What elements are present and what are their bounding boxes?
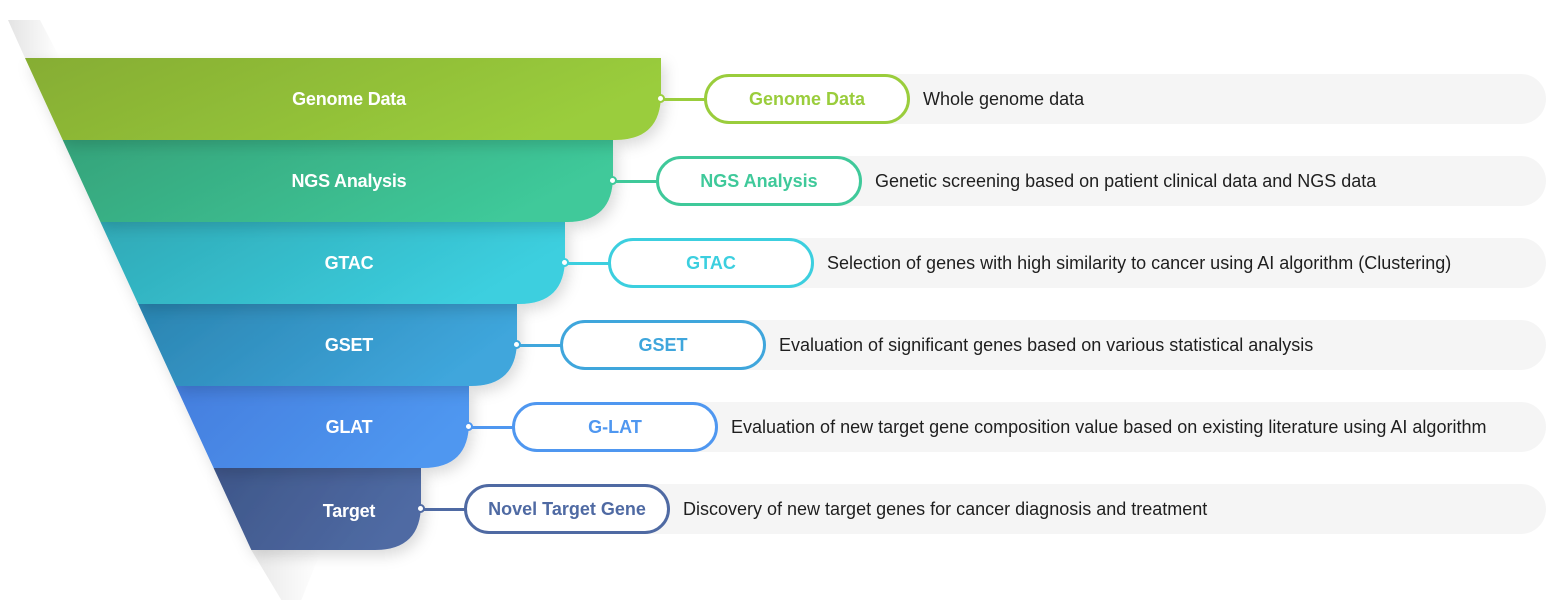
stage-description: Discovery of new target genes for cancer… [683,499,1208,519]
stage-description: Genetic screening based on patient clini… [875,171,1377,191]
funnel-layer-genome-data [25,58,661,140]
funnel-layer-gset [138,304,517,386]
funnel-layer-gtac [100,222,565,304]
layer-label: GLAT [325,417,373,437]
connector-dot-icon [416,504,425,513]
connector-dot-icon [656,94,665,103]
connector-line [517,344,563,347]
stage-description: Whole genome data [923,89,1085,109]
top-shadow-wedge [8,20,60,58]
layer-label: GSET [324,335,374,355]
connector-dot-icon [608,176,617,185]
stage-tag: NGS Analysis [656,156,862,206]
stage-tag: GSET [560,320,766,370]
connector-dot-icon [512,340,521,349]
layer-label: NGS Analysis [291,171,407,191]
stage-tag: GTAC [608,238,814,288]
funnel-layer-ngs-analysis [62,140,614,222]
layer-label: Target [322,501,376,521]
connector-dot-icon [464,422,473,431]
connector-line [469,426,515,429]
description-bar [612,402,1546,452]
stage-tag: Novel Target Gene [464,484,670,534]
connector-line [421,508,467,511]
layer-label: GTAC [324,253,374,273]
layer-label: Genome Data [292,89,406,109]
connector-line [613,180,659,183]
description-bar [756,156,1546,206]
stage-description: Selection of genes with high similarity … [827,253,1452,273]
stage-description: Evaluation of new target gene compositio… [731,417,1487,437]
connector-line [661,98,707,101]
connector-dot-icon [560,258,569,267]
description-bar [804,74,1546,124]
funnel-layer-target [213,468,421,550]
funnel-layer-glat [175,386,469,468]
bottom-shadow-wedge [251,550,322,600]
connector-line [565,262,611,265]
stage-tag: Genome Data [704,74,910,124]
description-bar [708,238,1546,288]
stage-tag: G-LAT [512,402,718,452]
stage-description: Evaluation of significant genes based on… [779,335,1314,355]
description-bar [660,320,1546,370]
description-bar [564,484,1546,534]
